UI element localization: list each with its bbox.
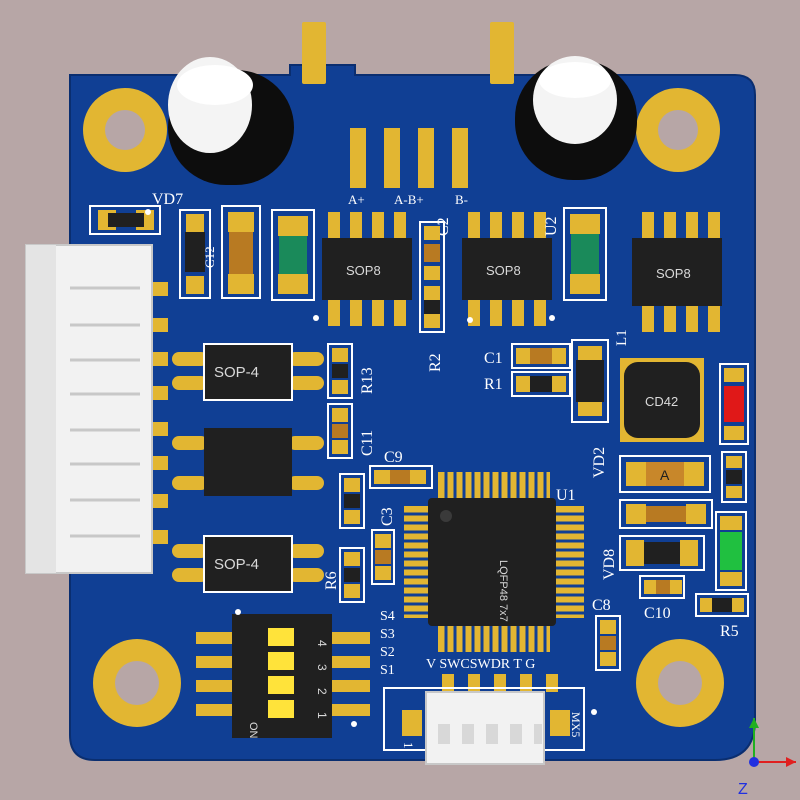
resistor-r1 [511,371,571,397]
dip-switch-4pos [196,614,370,738]
label-c9: C9 [384,449,403,466]
capacitor-c11 [327,403,353,459]
resistor-r13 [327,343,353,399]
label-u1: U1 [556,487,576,504]
dip-number: 4 [315,640,329,647]
swd-header-connector [383,674,585,765]
electrolytic-capacitor-left [168,57,294,185]
sop8-a-label: SOP8 [346,263,381,278]
connector-pin1-label: 1 [401,742,416,749]
connector-pin5-label: MX5 [569,712,583,737]
label-s2: S2 [380,645,395,660]
label-c3: C3 [379,507,396,526]
diode-vd2 [571,339,609,423]
mounting-hole-bottom-right [636,639,724,727]
resistor-r2 [419,221,445,333]
sop4-chip-middle [172,428,324,496]
label-b-minus: B- [455,192,468,207]
qfp-chip-u1 [404,472,584,652]
sop8-chip-b [462,212,552,326]
header-pin-labels: V SWCSWDR T G [426,657,535,672]
top-tab-pad-left [302,22,326,84]
label-c8: C8 [592,597,611,614]
sop8-c-label: SOP8 [656,266,691,281]
axis-indicator [749,718,796,767]
label-a-plus: A+ [348,192,365,207]
sop4-chip-top [172,343,324,401]
mounting-hole-top-left [83,88,167,172]
sop4-bottom-label: SOP-4 [214,556,259,573]
sop8-chip-c [632,212,722,332]
label-u2: U2 [543,216,560,236]
label-l1: L1 [614,329,630,346]
label-vd8: VD8 [601,549,618,580]
sop8-chip-a [322,212,412,326]
vias [145,209,597,727]
label-r6: R6 [323,571,340,590]
label-s1: S1 [380,663,395,678]
label-vd2: VD2 [591,447,608,478]
mounting-hole-top-right [636,88,720,172]
label-c10: C10 [644,605,671,622]
motor-output-pads [350,128,468,188]
label-s4: S4 [380,609,395,624]
qfp-label: LQFP48 7x7 [497,560,509,622]
capacitor-c3 [371,529,395,585]
resistor-r5 [695,593,749,617]
led-green [715,511,747,591]
tantalum-capacitor [221,205,261,299]
top-tab-pad-right [490,22,514,84]
mounting-hole-bottom-left [93,639,181,727]
label-r13: R13 [359,367,376,394]
dip-number: 1 [315,712,329,719]
resistor-horizontal [619,499,713,529]
label-c12: C12 [202,246,217,268]
ceramic-capacitor-green-left [271,209,315,301]
label-s3: S3 [380,627,395,642]
resistor-led [721,451,747,503]
sop4-chip-bottom [172,535,324,593]
sop8-b-label: SOP8 [486,263,521,278]
inductor-label: CD42 [645,394,678,409]
diode-a-label: A [660,467,670,483]
label-r1: R1 [484,376,503,393]
led-red [719,363,749,445]
resistor-r6 [339,547,365,603]
diode-small-vertical [179,209,211,299]
resistor-small-mid [339,473,365,529]
ceramic-capacitor-green-right [563,207,607,301]
label-r5: R5 [720,623,739,640]
label-vd7: VD7 [152,191,183,208]
label-c1: C1 [484,350,503,367]
dip-number: 2 [315,688,329,695]
label-r2: R2 [427,353,444,372]
diode-a [619,455,711,493]
capacitor-c10 [639,575,685,599]
side-connector-8pin [25,244,168,574]
label-a-minus-b-plus: A-B+ [394,192,424,207]
capacitor-c8 [595,615,621,671]
diode-vd8 [619,535,705,571]
dip-number: 3 [315,664,329,671]
label-c11: C11 [359,430,376,456]
sop4-top-label: SOP-4 [214,364,259,381]
capacitor-c1 [511,343,571,369]
electrolytic-capacitor-right [515,56,637,180]
inductor-cd42 [620,358,704,442]
capacitor-c9 [369,465,433,489]
dip-on-label: ON [247,722,259,739]
diode-vd7 [89,205,161,235]
axis-z-label: Z [738,781,748,798]
